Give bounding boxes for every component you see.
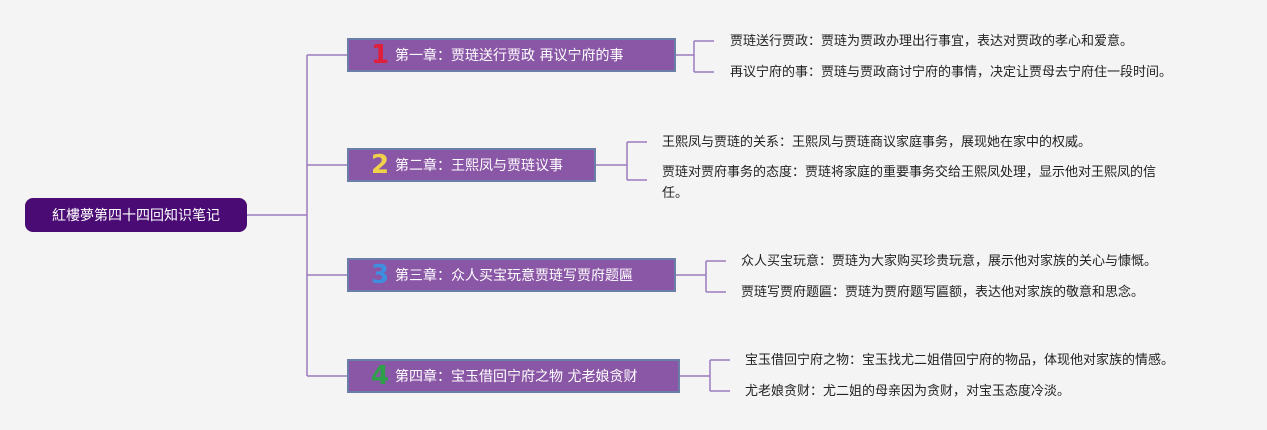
connector-ch4-leaves	[680, 359, 730, 392]
chapter-2-item-1: 王熙凤与贾琏的关系：王熙凤与贾琏商议家庭事务，展现她在家中的权威。	[662, 135, 1092, 150]
connector-ch3-leaves	[676, 260, 726, 293]
chapter-1-node[interactable]: 1 第一章：贾琏送行贾政 再议宁府的事	[347, 38, 676, 72]
chapter-4-item-2: 尤老娘贪财：尤二姐的母亲因为贪财，对宝玉态度冷淡。	[745, 384, 1071, 399]
chapter-2-node[interactable]: 2 第二章：王熙凤与贾琏议事	[347, 148, 596, 182]
number-3-icon: 3	[370, 260, 390, 290]
root-label: 紅樓夢第四十四回知识笔记	[52, 208, 220, 224]
chapter-2-title: 第二章：王熙凤与贾琏议事	[395, 158, 563, 174]
connector-ch2-leaves	[596, 141, 647, 181]
chapter-4-item-1: 宝玉借回宁府之物：宝玉找尤二姐借回宁府的物品，体现他对家族的情感。	[745, 353, 1175, 368]
number-4-icon: 4	[370, 361, 390, 391]
number-1-icon: 1	[370, 40, 390, 70]
chapter-3-node[interactable]: 3 第三章：众人买宝玩意贾琏写贾府题匾	[347, 258, 676, 292]
chapter-1-item-2: 再议宁府的事：贾琏与贾政商讨宁府的事情，决定让贾母去宁府住一段时间。	[730, 65, 1173, 80]
chapter-4-node[interactable]: 4 第四章：宝玉借回宁府之物 尤老娘贪财	[347, 359, 680, 393]
chapter-3-title: 第三章：众人买宝玩意贾琏写贾府题匾	[395, 268, 633, 284]
number-2-icon: 2	[370, 150, 390, 180]
chapter-3-item-1: 众人买宝玩意：贾琏为大家购买珍贵玩意，展示他对家族的关心与慷慨。	[741, 254, 1158, 269]
chapter-1-item-1: 贾琏送行贾政：贾琏为贾政办理出行事宜，表达对贾政的孝心和爱意。	[730, 34, 1134, 49]
chapter-4-title: 第四章：宝玉借回宁府之物 尤老娘贪财	[395, 369, 638, 385]
connector-ch1-leaves	[676, 40, 714, 73]
chapter-3-item-2: 贾琏写贾府题匾：贾琏为贾府题写匾额，表达他对家族的敬意和思念。	[741, 285, 1145, 300]
chapter-1-title: 第一章：贾琏送行贾政 再议宁府的事	[395, 48, 624, 64]
root-topic[interactable]: 紅樓夢第四十四回知识笔记	[25, 198, 247, 232]
chapter-2-item-2: 贾琏对贾府事务的态度：贾琏将家庭的重要事务交给王熙凤处理，显示他对王熙凤的信任。	[662, 165, 1157, 201]
